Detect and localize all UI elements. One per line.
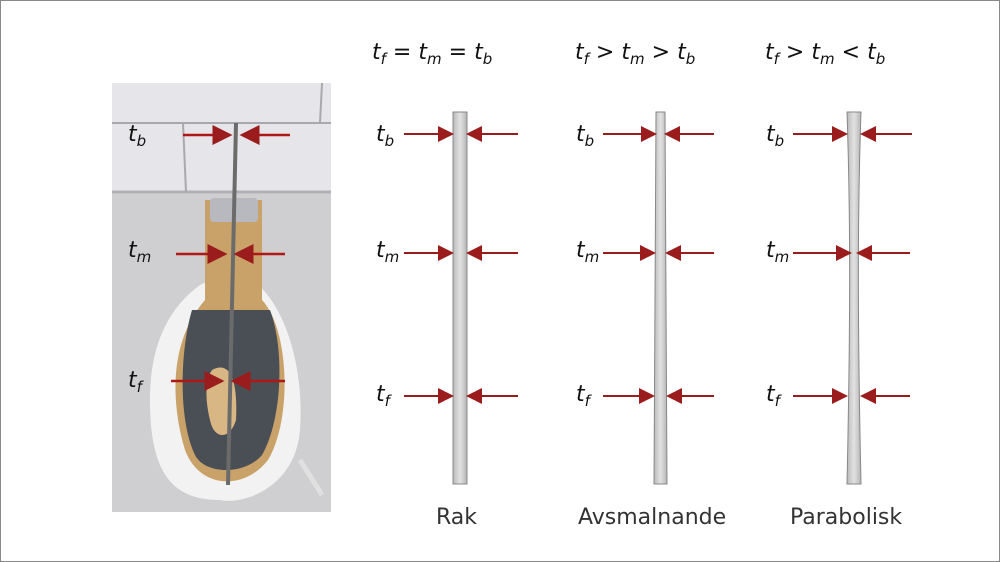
tapered-bar — [653, 111, 668, 485]
photo-label-tf: tf — [128, 368, 142, 396]
label-tb: tb — [376, 122, 395, 150]
label-tm: tm — [576, 238, 600, 266]
photo-label-tm: tm — [128, 238, 152, 266]
label-tb: tb — [766, 122, 785, 150]
label-tf: tf — [376, 382, 390, 410]
measurement-arrows — [404, 126, 912, 404]
straight-bar — [452, 111, 468, 485]
caption-tapered: Avsmalnande — [578, 505, 727, 530]
label-tf: tf — [766, 382, 780, 410]
label-tm: tm — [766, 238, 790, 266]
condition-parabolic: tf > tm < tb — [765, 40, 886, 68]
condition-tapered: tf > tm > tb — [575, 40, 696, 68]
prosthetic-foot-photo — [112, 82, 331, 512]
label-tb: tb — [576, 122, 595, 150]
label-tf: tf — [576, 382, 590, 410]
label-tm: tm — [376, 238, 400, 266]
caption-straight: Rak — [436, 505, 478, 530]
caption-parabolic: Parabolisk — [790, 505, 903, 530]
parabolic-bar — [846, 111, 862, 485]
photo-label-tb: tb — [128, 122, 147, 150]
condition-straight: tf = tm = tb — [372, 40, 493, 68]
